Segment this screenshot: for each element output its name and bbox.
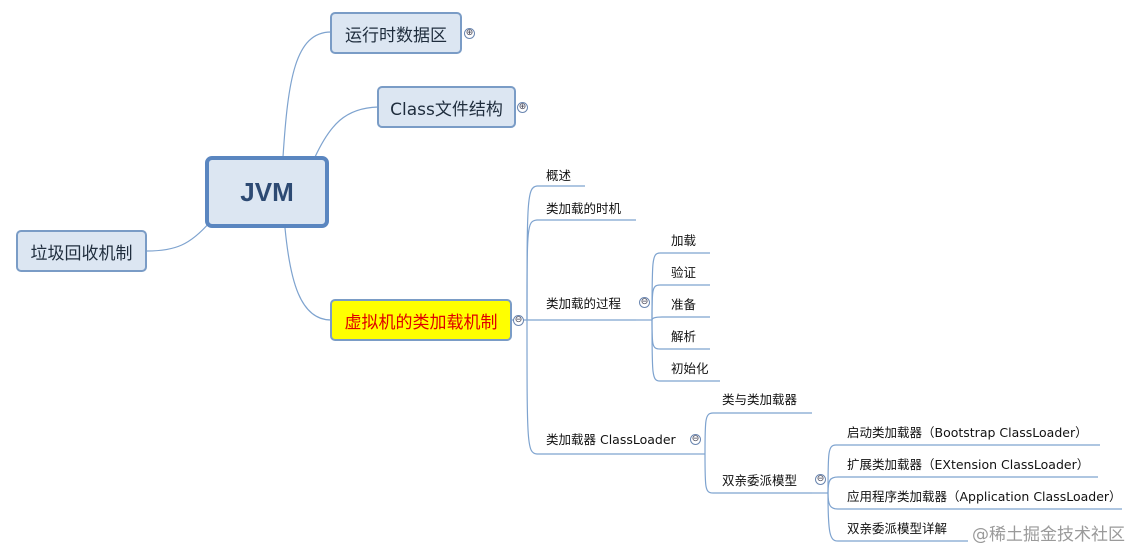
topic-bootstrap-classloader[interactable]: 启动类加载器（Bootstrap ClassLoader）: [847, 425, 1088, 440]
topic-class-and-classloader[interactable]: 类与类加载器: [722, 392, 798, 407]
topic-loading-process[interactable]: 类加载的过程: [546, 296, 622, 311]
topic-parent-delegation-model[interactable]: 双亲委派模型: [722, 473, 798, 488]
branch-class-loading-mechanism[interactable]: 虚拟机的类加载机制: [330, 299, 512, 341]
central-node-jvm[interactable]: JVM: [205, 156, 329, 228]
step-preparation[interactable]: 准备: [671, 297, 697, 312]
topic-loading-timing[interactable]: 类加载的时机: [546, 201, 622, 216]
topic-delegation-model-details[interactable]: 双亲委派模型详解: [847, 521, 948, 536]
branch-garbage-collection[interactable]: 垃圾回收机制: [16, 230, 147, 272]
topic-extension-classloader[interactable]: 扩展类加载器（EXtension ClassLoader）: [847, 457, 1090, 472]
branch-class-file-structure[interactable]: Class文件结构: [377, 86, 516, 128]
expand-toggle-icon[interactable]: ⊕: [517, 102, 528, 113]
topic-application-classloader[interactable]: 应用程序类加载器（Application ClassLoader）: [847, 489, 1122, 504]
step-loading[interactable]: 加载: [671, 233, 697, 248]
watermark: @稀土掘金技术社区: [972, 525, 1125, 545]
collapse-toggle-icon[interactable]: ⊖: [815, 474, 826, 485]
collapse-toggle-icon[interactable]: ⊖: [690, 434, 701, 445]
expand-toggle-icon[interactable]: ⊕: [464, 28, 475, 39]
topic-classloader[interactable]: 类加载器 ClassLoader: [546, 432, 676, 447]
step-initialization[interactable]: 初始化: [671, 361, 709, 376]
topic-overview[interactable]: 概述: [546, 168, 572, 183]
step-verification[interactable]: 验证: [671, 265, 697, 280]
collapse-toggle-icon[interactable]: ⊖: [513, 315, 524, 326]
step-resolution[interactable]: 解析: [671, 329, 697, 344]
branch-runtime-data-area[interactable]: 运行时数据区: [330, 12, 462, 54]
collapse-toggle-icon[interactable]: ⊖: [639, 297, 650, 308]
